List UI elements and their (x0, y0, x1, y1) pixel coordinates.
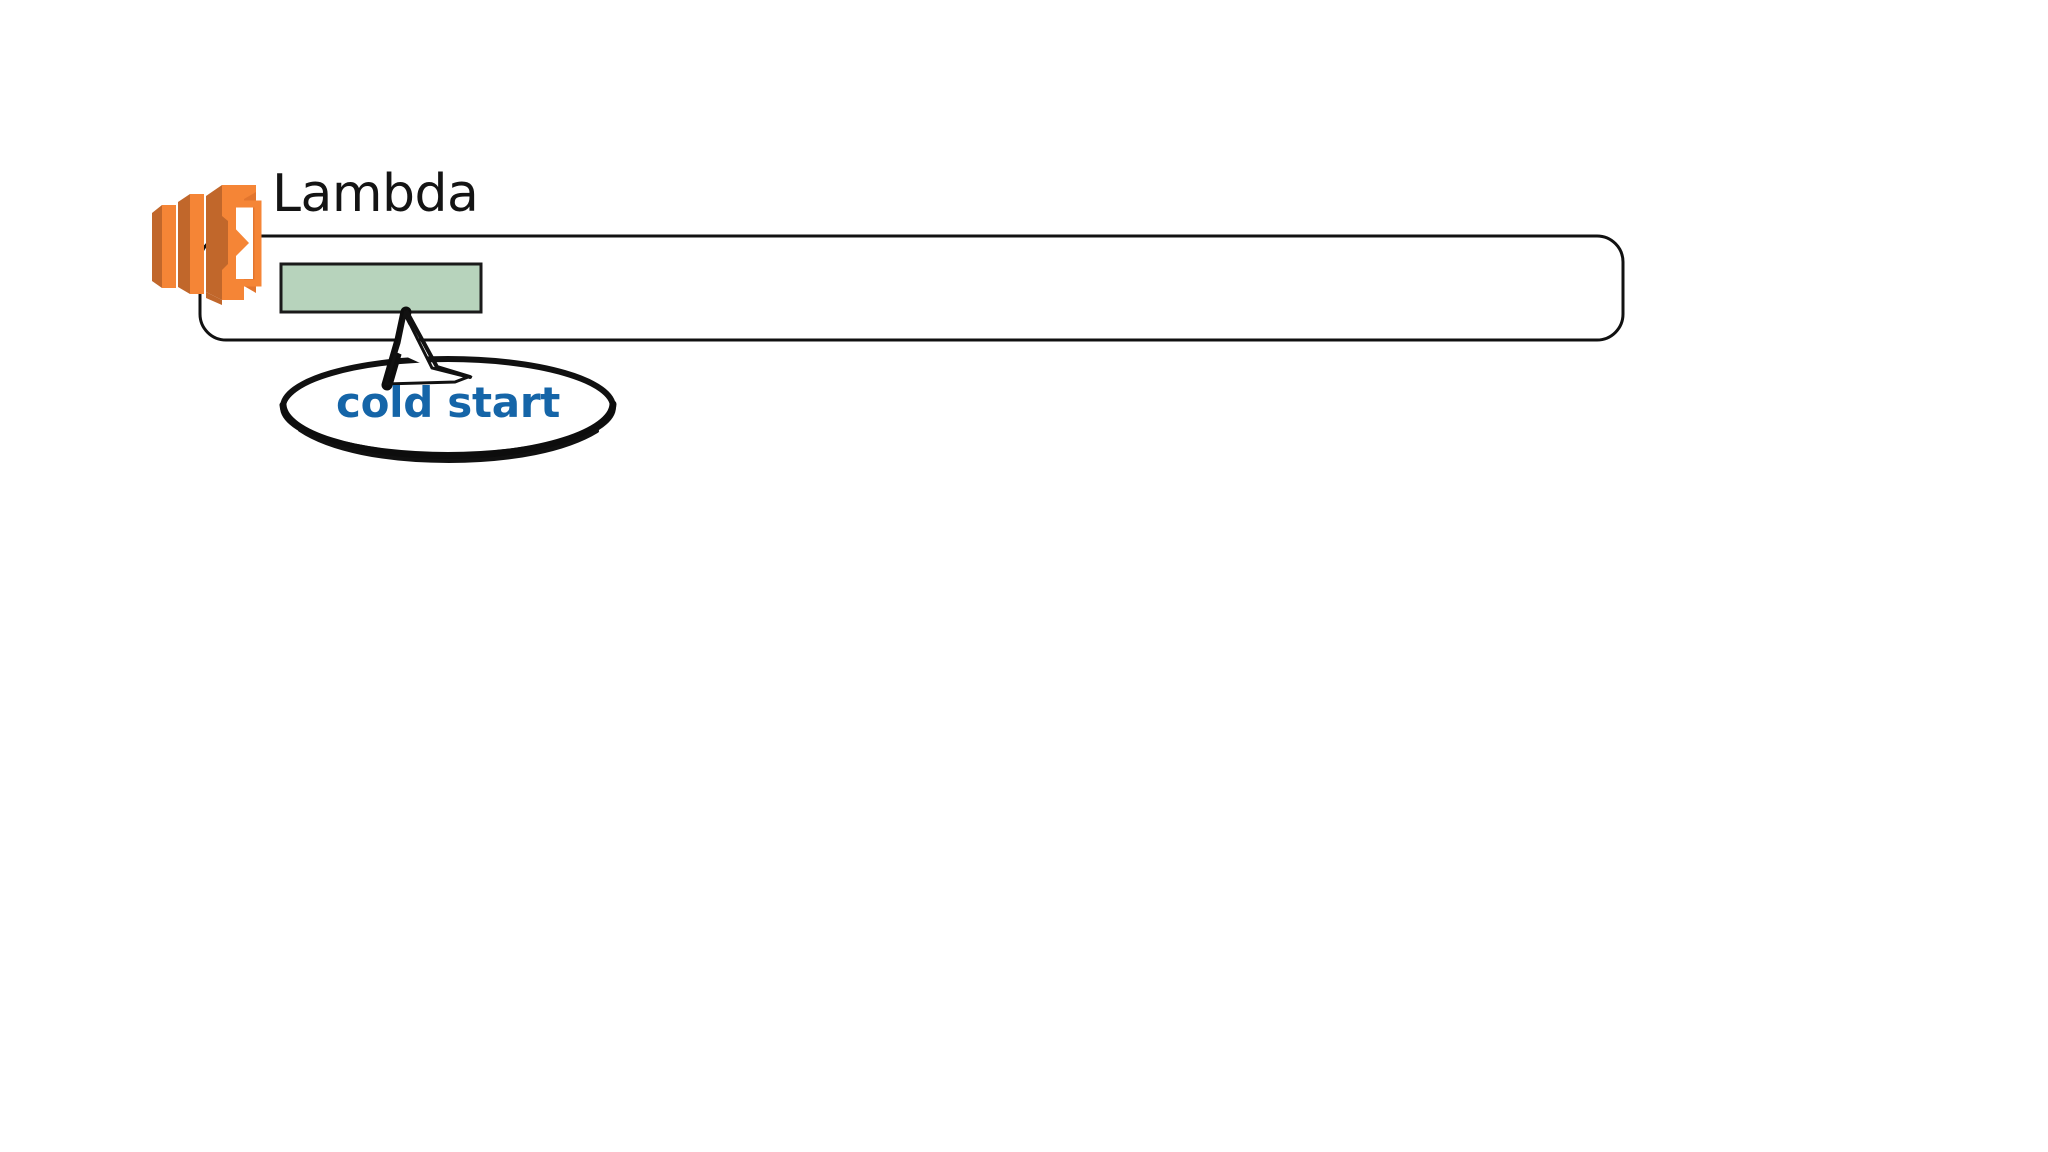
lambda-icon-slab-2-side (178, 194, 190, 294)
callout-tail-outline (383, 309, 473, 386)
callout-ellipse-stroke-2 (281, 356, 615, 411)
aws-lambda-icon[interactable] (152, 185, 262, 305)
lambda-icon-slab-2-face (190, 194, 204, 294)
lambda-icon-body-side (206, 185, 222, 300)
cold-start-callout[interactable] (279, 306, 617, 464)
cold-start-callout-label: cold start (335, 378, 561, 427)
cold-start-segment[interactable] (279, 262, 483, 314)
lambda-icon-frame-top-face (222, 185, 256, 196)
lambda-icon-play-shape-side (222, 216, 228, 270)
lambda-service-label: Lambda (272, 164, 479, 224)
lambda-icon-slab-1-side (152, 205, 162, 288)
cold-start-segment-fill (279, 262, 483, 314)
callout-ellipse-stroke-4 (298, 428, 599, 464)
lambda-icon-slab-1-face (162, 205, 176, 288)
lambda-icon-base-shadow (206, 292, 222, 305)
callout-ellipse-stroke-3 (279, 400, 617, 460)
callout-tail-inner (396, 316, 431, 368)
callout-ellipse-fill (283, 359, 613, 455)
lambda-icon-play-shape (228, 221, 249, 264)
